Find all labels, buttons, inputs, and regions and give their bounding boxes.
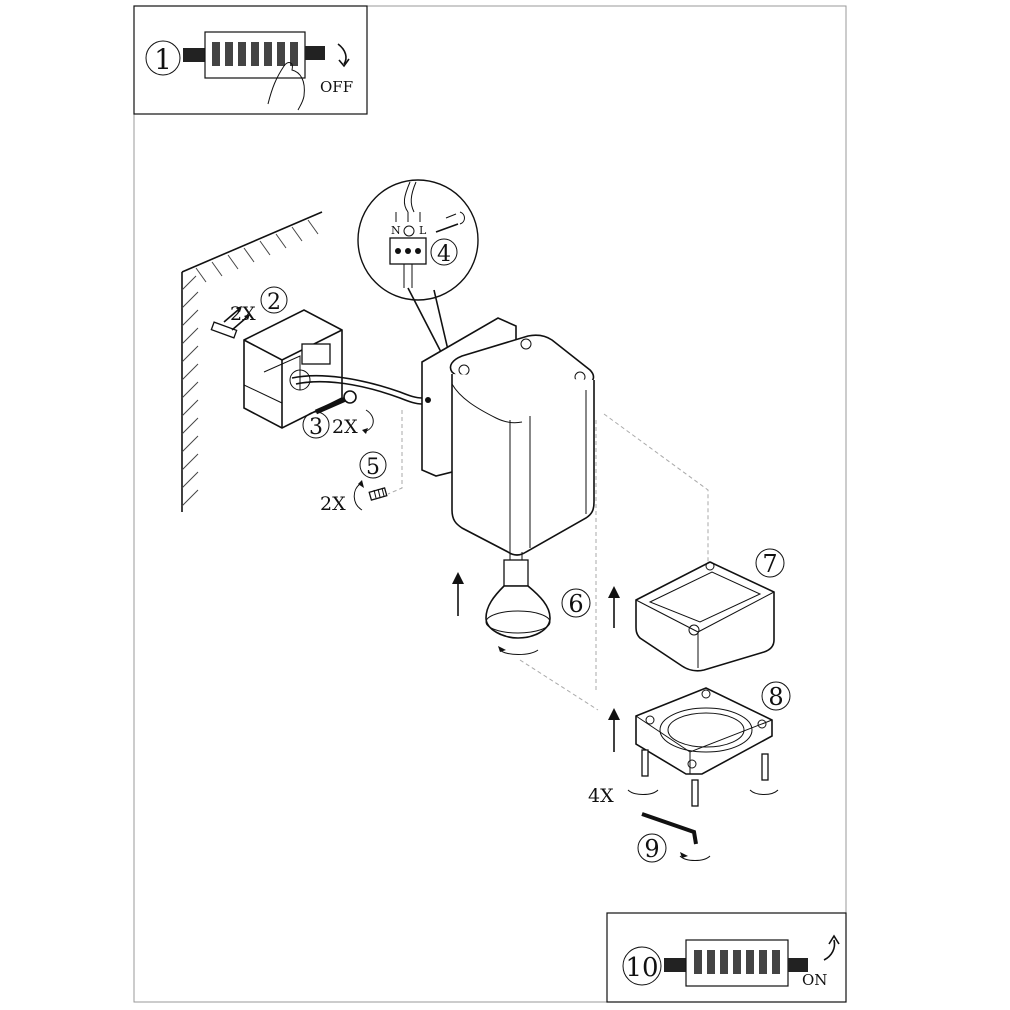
lamp-housing bbox=[421, 317, 595, 556]
step-5-number: 5 bbox=[366, 455, 380, 480]
hex-key-icon bbox=[641, 812, 698, 845]
step-6-number: 6 bbox=[568, 590, 583, 618]
step-10-panel: 10 ON bbox=[606, 912, 847, 1003]
rotate-icon bbox=[353, 483, 363, 511]
step-8: 8 4X bbox=[588, 681, 791, 807]
wall bbox=[181, 211, 323, 512]
step-2-number: 2 bbox=[267, 290, 281, 315]
step-8-number: 8 bbox=[768, 683, 783, 711]
rotate-icon bbox=[627, 789, 659, 795]
step-7: 7 bbox=[608, 548, 785, 672]
hand-icon bbox=[267, 62, 305, 111]
step-9: 9 bbox=[637, 812, 711, 863]
lens-cover-icon bbox=[635, 561, 775, 672]
step-3: 3 2X bbox=[302, 390, 374, 440]
step-9-number: 9 bbox=[644, 835, 659, 863]
screw-icon bbox=[314, 390, 357, 415]
page-frame bbox=[133, 5, 847, 1003]
step-8-qty: 4X bbox=[588, 785, 614, 807]
step-4-number: 4 bbox=[437, 242, 451, 267]
alignment-guides bbox=[387, 410, 709, 711]
on-label: ON bbox=[802, 971, 827, 989]
screwdriver-icon bbox=[435, 211, 465, 233]
terminal-l-label: L bbox=[419, 224, 427, 237]
rotate-icon bbox=[363, 409, 374, 433]
turn-on-arrow-icon bbox=[823, 939, 836, 961]
wall-anchor-icon bbox=[210, 306, 250, 339]
rotate-icon bbox=[499, 649, 539, 655]
step-4-wiring-detail: N L 4 bbox=[357, 179, 479, 355]
step-1-number: 1 bbox=[154, 43, 172, 76]
step-1-panel: 1 OFF bbox=[133, 5, 368, 115]
step-6: 6 bbox=[452, 552, 591, 655]
step-5: 5 2X bbox=[320, 451, 388, 515]
breaker-strip bbox=[204, 31, 306, 79]
step-10-number: 10 bbox=[625, 953, 658, 983]
bottom-frame-icon bbox=[635, 687, 773, 775]
mounting-bracket bbox=[243, 309, 343, 429]
power-cable bbox=[291, 374, 423, 399]
rotate-icon bbox=[749, 789, 779, 795]
step-3-number: 3 bbox=[309, 415, 323, 440]
gu10-bulb-icon bbox=[485, 552, 551, 639]
off-label: OFF bbox=[320, 78, 353, 96]
step-5-qty: 2X bbox=[320, 493, 346, 515]
frame-screw-icon bbox=[641, 749, 769, 807]
step-3-qty: 2X bbox=[332, 416, 358, 438]
terminal-n-label: N bbox=[391, 224, 401, 237]
turn-off-arrow-icon bbox=[337, 43, 347, 65]
set-screw-icon bbox=[368, 487, 388, 501]
step-2: 2X 2 bbox=[210, 286, 288, 339]
breaker-strip bbox=[685, 939, 789, 987]
step-7-number: 7 bbox=[762, 550, 777, 578]
